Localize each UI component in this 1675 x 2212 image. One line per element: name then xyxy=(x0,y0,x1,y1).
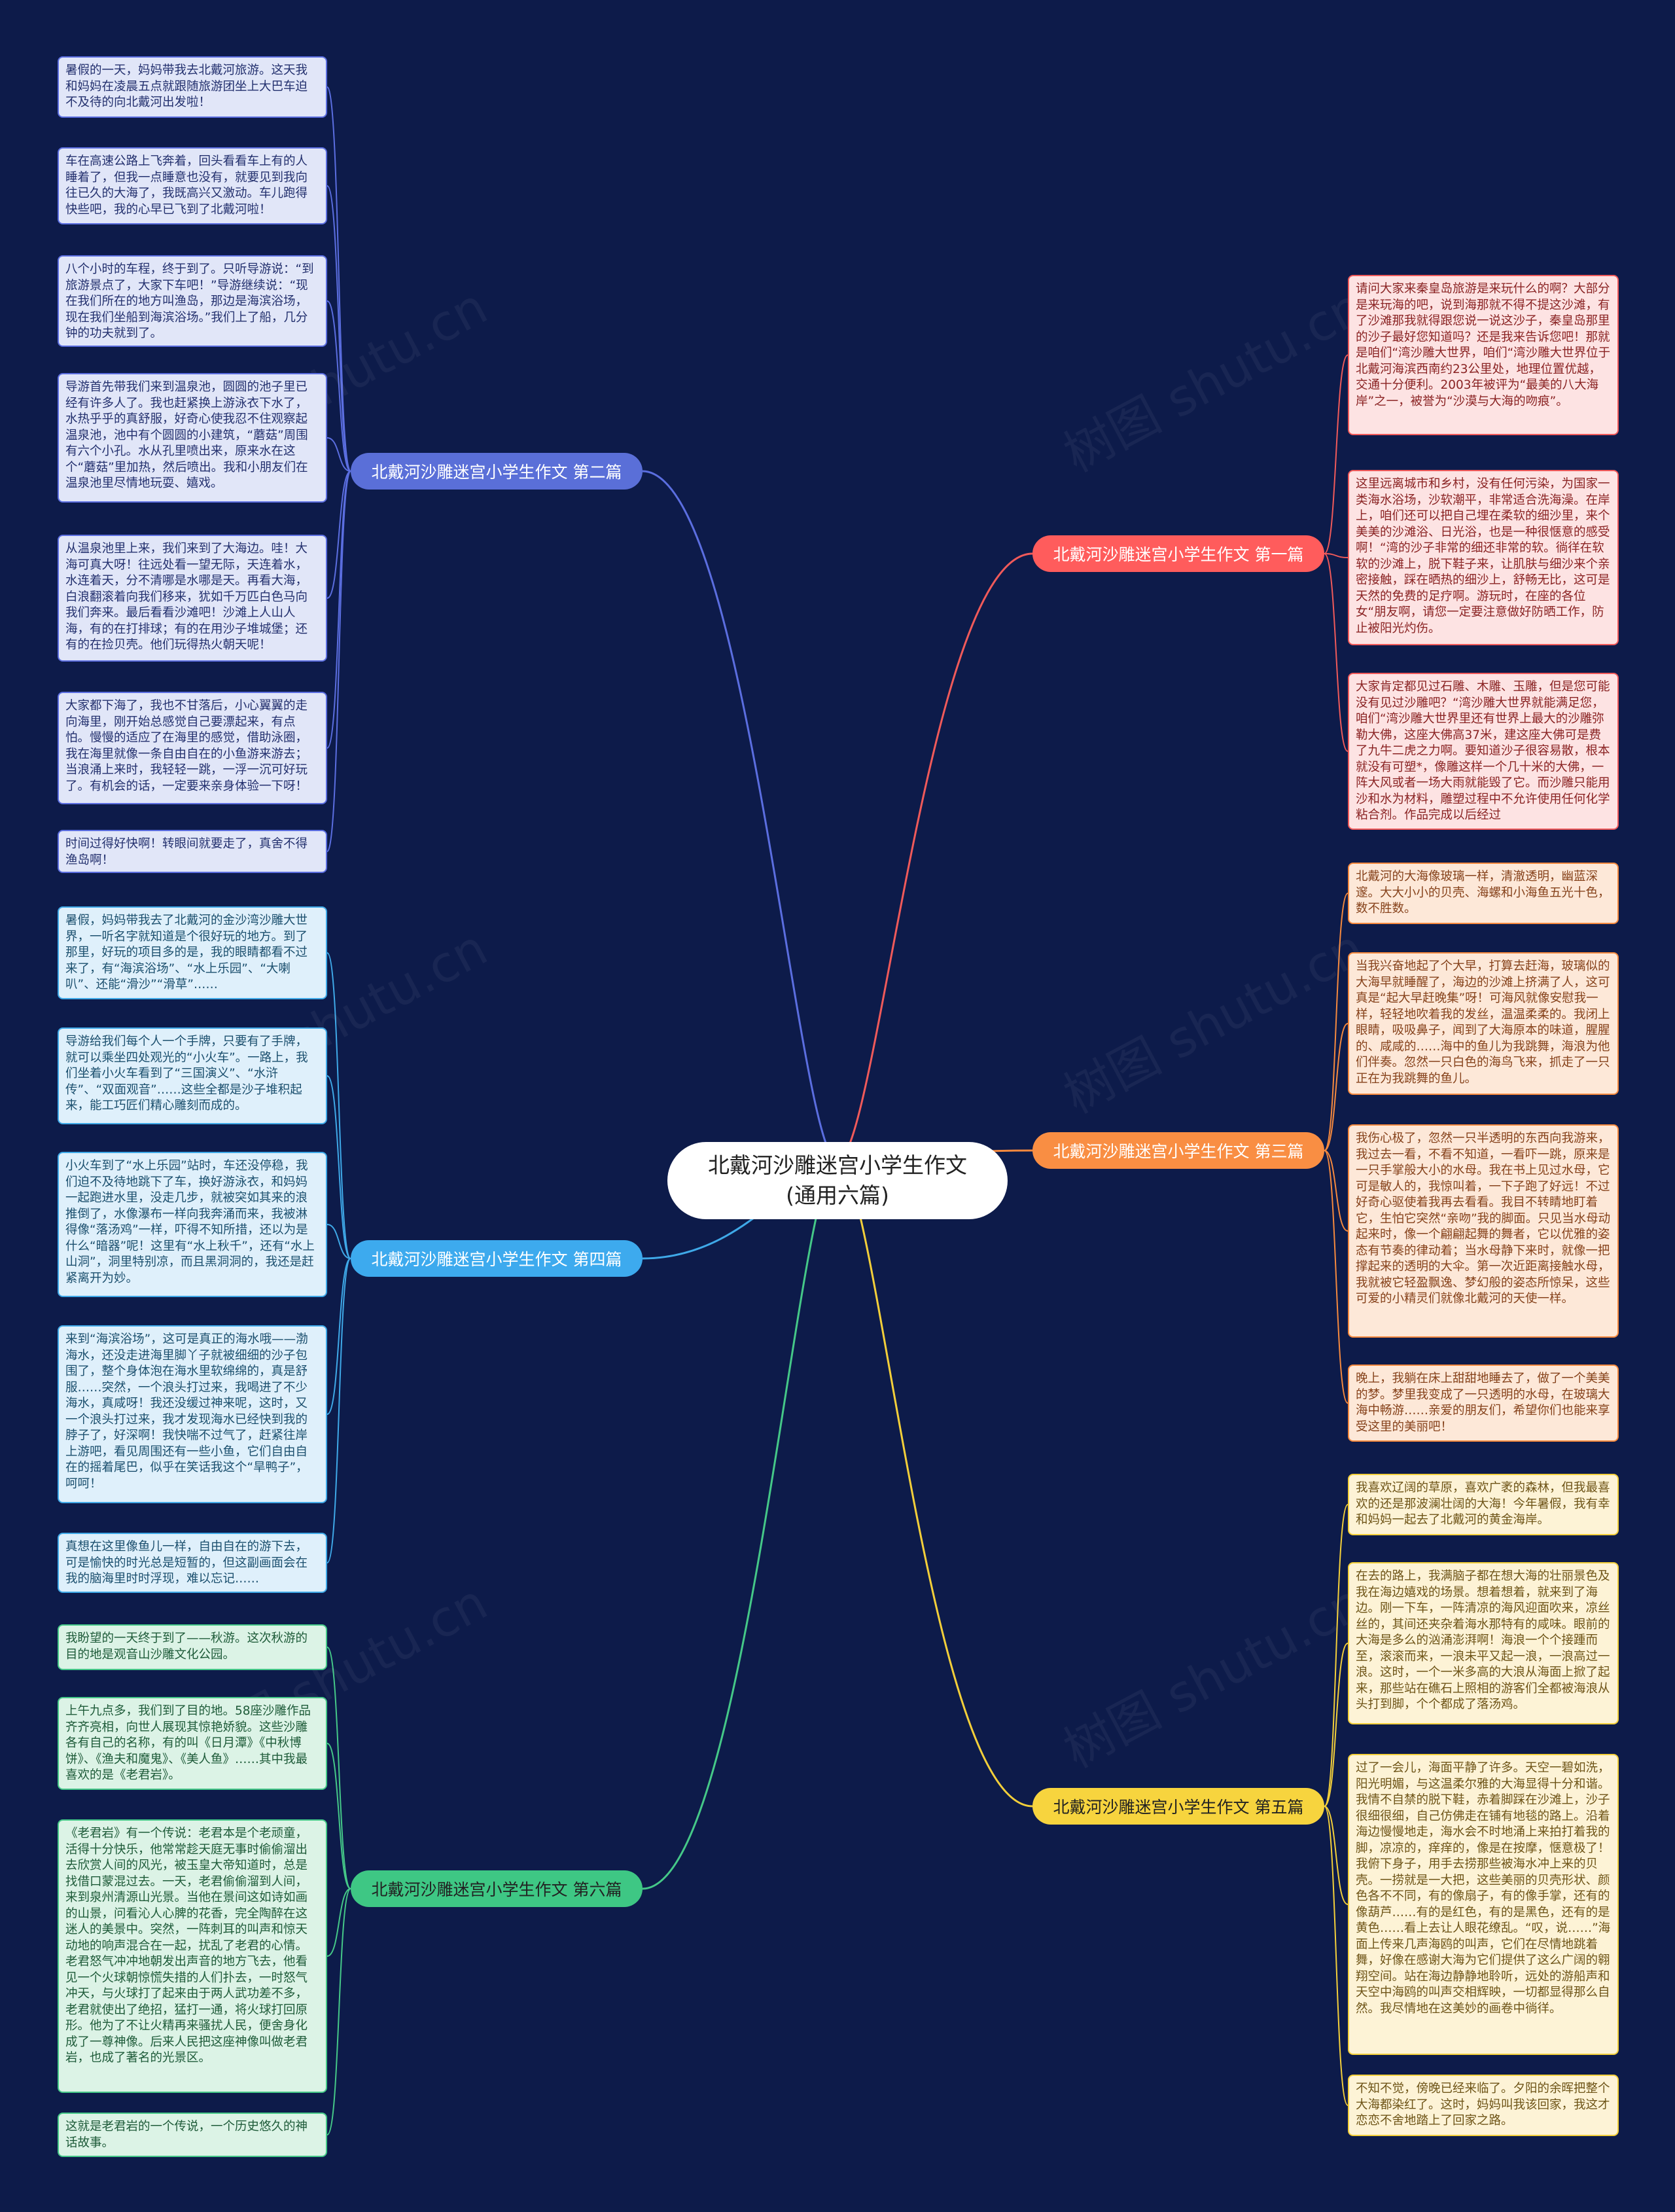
leaf-connector xyxy=(326,471,351,852)
leaf-connector xyxy=(326,1888,351,2135)
leaf-connector xyxy=(1324,1150,1349,1232)
leaf-text-box[interactable]: 在去的路上，我满脑子都在想大海的壮丽景色及我在海边嬉戏的场景。想着想着，就来到了… xyxy=(1348,1562,1619,1724)
leaf-text-box[interactable]: 这就是老君岩的一个传说，一个历史悠久的神话故事。 xyxy=(58,2113,327,2157)
leaf-text-box[interactable]: 不知不觉，傍晚已经来临了。夕阳的余晖把整个大海都染红了。这时，妈妈叫我该回家，我… xyxy=(1348,2075,1619,2136)
leaf-text-box[interactable]: 晚上，我躺在床上甜甜地睡去了，做了一个美美的梦。梦里我变成了一只透明的水母，在玻… xyxy=(1348,1365,1619,1442)
leaf-connector xyxy=(326,1224,351,1259)
branch-topic-3[interactable]: 北戴河沙雕迷宫小学生作文 第三篇 xyxy=(1032,1132,1324,1169)
branch-topic-5[interactable]: 北戴河沙雕迷宫小学生作文 第五篇 xyxy=(1032,1788,1324,1825)
leaf-connector xyxy=(1324,1150,1349,1404)
leaf-text-box[interactable]: 来到“海滨浴场”，这可是真正的海水哦——渤海水，还没走进海里脚丫子就被细细的沙子… xyxy=(58,1325,327,1503)
leaf-connector xyxy=(326,952,351,1259)
leaf-text-box[interactable]: 我盼望的一天终于到了——秋游。这次秋游的目的地是观音山沙雕文化公园。 xyxy=(58,1624,327,1670)
leaf-connector xyxy=(326,437,351,472)
leaf-text-box[interactable]: 大家肯定都见过石雕、木雕、玉雕，但是您可能没有见过沙雕吧？“湾沙雕大世界就能满足… xyxy=(1348,673,1619,830)
leaf-text-box[interactable]: 暑假的一天，妈妈带我去北戴河旅游。这天我和妈妈在凌晨五点就跟随旅游团坐上大巴车迫… xyxy=(58,56,327,118)
leaf-connector xyxy=(326,1888,351,1957)
leaf-connector xyxy=(326,86,351,472)
leaf-text-box[interactable]: 从温泉池里上来，我们来到了大海边。哇！大海可真大呀！往远处看一望无际，天连着水，… xyxy=(58,535,327,662)
leaf-connector xyxy=(1324,553,1349,558)
leaf-text-box[interactable]: 这里远离城市和乡村，没有任何污染，为国家一类海水浴场，沙软潮平，非常适合洗海澡。… xyxy=(1348,470,1619,645)
leaf-connector xyxy=(1324,893,1349,1151)
leaf-connector xyxy=(326,1258,351,1415)
leaf-connector xyxy=(326,1743,351,1889)
leaf-connector xyxy=(1324,553,1349,752)
root-topic[interactable]: 北戴河沙雕迷宫小学生作文(通用六篇) xyxy=(667,1142,1008,1219)
leaf-text-box[interactable]: 时间过得好快啊！转眼间就要走了，真舍不得渔岛啊！ xyxy=(58,830,327,873)
leaf-connector xyxy=(326,471,351,749)
leaf-connector xyxy=(1324,1504,1349,1807)
branch-topic-6[interactable]: 北戴河沙雕迷宫小学生作文 第六篇 xyxy=(351,1870,643,1907)
leaf-text-box[interactable]: 当我兴奋地起了个大早，打算去赶海，玻璃似的大海早就睡醒了，海边的沙滩上挤满了人，… xyxy=(1348,952,1619,1095)
leaf-text-box[interactable]: 真想在这里像鱼儿一样，自由自在的游下去，可是愉快的时光总是短暂的，但这副画面会在… xyxy=(58,1533,327,1593)
leaf-text-box[interactable]: 暑假，妈妈带我去了北戴河的金沙湾沙雕大世界，一听名字就知道是个很好玩的地方。到了… xyxy=(58,906,327,999)
leaf-connector xyxy=(326,1075,351,1259)
leaf-text-box[interactable]: 小火车到了“水上乐园”站时，车还没停稳，我们迫不及待地跳下了车，换好游泳衣，和妈… xyxy=(58,1152,327,1297)
leaf-connector xyxy=(1324,354,1349,554)
branch-connector xyxy=(837,1160,1033,1808)
branch-connector xyxy=(642,1160,838,1890)
branch-topic-2[interactable]: 北戴河沙雕迷宫小学生作文 第二篇 xyxy=(351,453,643,490)
leaf-connector xyxy=(1324,1806,1349,2106)
leaf-connector xyxy=(1324,1023,1349,1151)
leaf-text-box[interactable]: 车在高速公路上飞奔着，回头看看车上有的人睡着了，但我一点睡意也没有，就要见到我向… xyxy=(58,147,327,224)
leaf-text-box[interactable]: 请问大家来秦皇岛旅游是来玩什么的啊？大部分是来玩海的吧，说到海那就不得不提这沙滩… xyxy=(1348,275,1619,435)
leaf-text-box[interactable]: 过了一会儿，海面平静了许多。天空一碧如洗，阳光明媚，与这温柔尔雅的大海显得十分和… xyxy=(1348,1754,1619,2055)
branch-topic-1[interactable]: 北戴河沙雕迷宫小学生作文 第一篇 xyxy=(1032,535,1324,572)
leaf-text-box[interactable]: 导游给我们每个人一个手牌，只要有了手牌，就可以乘坐四处观光的“小火车”。一路上，… xyxy=(58,1027,327,1124)
leaf-text-box[interactable]: 我伤心极了，忽然一只半透明的东西向我游来，我过去一看，不看不知道，一看吓一跳，原… xyxy=(1348,1124,1619,1338)
leaf-connector xyxy=(1324,1643,1349,1807)
branch-topic-4[interactable]: 北戴河沙雕迷宫小学生作文 第四篇 xyxy=(351,1240,643,1277)
leaf-text-box[interactable]: 北戴河的大海像玻璃一样，清澈透明，幽蓝深邃。大大小小的贝壳、海螺和小海鱼五光十色… xyxy=(1348,863,1619,924)
leaf-connector xyxy=(326,471,351,599)
leaf-text-box[interactable]: 大家都下海了，我也不甘落后，小心翼翼的走向海里，刚开始总感觉自己要漂起来，有点怕… xyxy=(58,692,327,804)
leaf-text-box[interactable]: 八个小时的车程，终于到了。只听导游说：“到旅游景点了，大家下车吧！”导游继续说：… xyxy=(58,255,327,347)
leaf-connector xyxy=(326,1258,351,1563)
leaf-connector xyxy=(326,185,351,472)
branch-connector xyxy=(837,552,1033,1162)
leaf-connector xyxy=(1324,1806,1349,1905)
leaf-connector xyxy=(326,1647,351,1889)
branch-connector xyxy=(642,470,838,1162)
leaf-connector xyxy=(326,300,351,472)
leaf-text-box[interactable]: 我喜欢辽阔的草原，喜欢广袤的森林，但我最喜欢的还是那波澜壮阔的大海！今年暑假，我… xyxy=(1348,1474,1619,1535)
leaf-text-box[interactable]: 《老君岩》有一个传说：老君本是个老顽童，活得十分快乐，他常常趁天庭无事时偷偷溜出… xyxy=(58,1819,327,2093)
leaf-text-box[interactable]: 导游首先带我们来到温泉池，圆圆的池子里已经有许多人了。我也赶紧换上游泳衣下水了，… xyxy=(58,373,327,503)
leaf-text-box[interactable]: 上午九点多，我们到了目的地。58座沙雕作品齐齐亮相，向世人展现其惊艳娇貌。这些沙… xyxy=(58,1697,327,1790)
